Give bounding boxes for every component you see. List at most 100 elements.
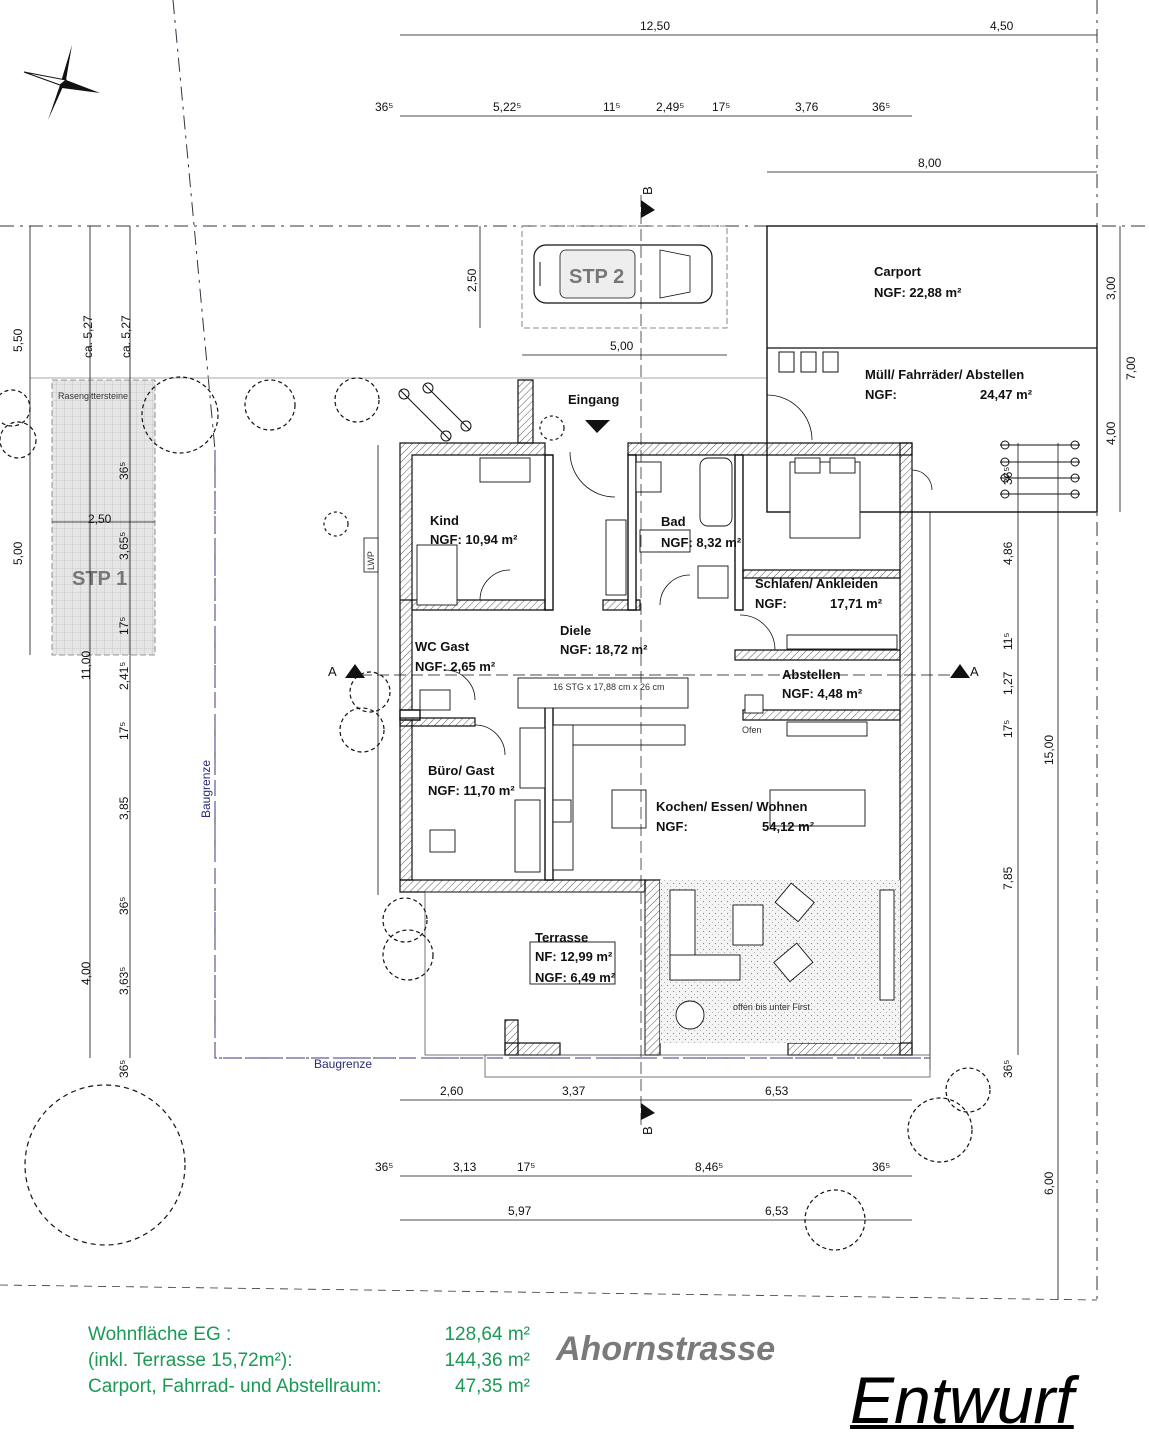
entrance-arrow-icon: [585, 420, 610, 433]
area-summary: Wohnfläche EG : 128,64 m² (inkl. Terrass…: [88, 1322, 538, 1400]
dim-right-chain-7: 36⁵: [1001, 1060, 1015, 1078]
baugrenze-vertical: Baugrenze: [199, 760, 213, 818]
dim-bottom2-c: 17⁵: [517, 1160, 535, 1174]
dim-bottom2-d: 8,46⁵: [695, 1160, 723, 1174]
room-buero-name: Büro/ Gast: [428, 763, 495, 778]
dim-right-chain-4: 1,27: [1001, 671, 1015, 695]
street-name: Ahornstrasse: [556, 1330, 776, 1368]
dim-right-outer-d: 15,00: [1042, 735, 1056, 765]
room-kind-name: Kind: [430, 513, 459, 528]
dim-bottom3-b: 6,53: [765, 1204, 789, 1218]
dim-right-chain-6: 7,85: [1001, 866, 1015, 890]
room-schlafen-label: NGF:: [755, 596, 787, 611]
summary-row: Wohnfläche EG : 128,64 m²: [88, 1322, 538, 1348]
dim-right-chain-2: 4,86: [1001, 541, 1015, 565]
room-schlafen-area: 17,71 m²: [830, 596, 883, 611]
dim-top2-f: 3,76: [795, 100, 819, 114]
dim-bottom1-b: 3,37: [562, 1084, 586, 1098]
room-schlafen-name: Schlafen/ Ankleiden: [755, 576, 878, 591]
summary-value: 47,35 m²: [455, 1376, 530, 1397]
summary-row: (inkl. Terrasse 15,72m²): 144,36 m²: [88, 1348, 538, 1374]
dim-left-chain-4: 2,41⁵: [117, 662, 131, 690]
bicycles-icon: [398, 382, 1080, 499]
dim-stp2-h: 2,50: [465, 268, 479, 292]
dim-left-chain-9: 36⁵: [117, 1060, 131, 1078]
room-terrasse-nf: NF: 12,99 m²: [535, 949, 613, 964]
summary-label: (inkl. Terrasse 15,72m²):: [88, 1350, 293, 1371]
dim-bottom2-e: 36⁵: [872, 1160, 890, 1174]
stp1-label: STP 1: [72, 568, 127, 590]
dim-bottom3-a: 5,97: [508, 1204, 532, 1218]
parking-stp1: [51, 379, 156, 656]
dim-left-chain-7: 36⁵: [117, 897, 131, 915]
room-terrasse-name: Terrasse: [535, 930, 588, 945]
lounge-furniture: [669, 882, 895, 1030]
ofen-label: Ofen: [742, 725, 762, 735]
section-b-bottom: B: [640, 1126, 655, 1135]
dimension-lines: [29, 34, 1121, 1300]
north-arrow-icon: [23, 45, 100, 120]
room-kochen-area: 54,12 m²: [762, 819, 815, 834]
dim-right-outer-a: 3,00: [1104, 276, 1118, 300]
doors: [444, 451, 776, 756]
dim-top3: 8,00: [918, 156, 942, 170]
dim-right-outer-b: 4,00: [1104, 421, 1118, 445]
room-diele-area: NGF: 18,72 m²: [560, 642, 648, 657]
baugrenze-horizontal: Baugrenze: [314, 1057, 372, 1071]
room-carport-area: NGF: 22,88 m²: [874, 285, 962, 300]
dim-left-chain-6: 3,85: [117, 796, 131, 820]
room-bad-area: NGF: 8,32 m²: [661, 535, 742, 550]
summary-value: 144,36 m²: [444, 1350, 530, 1371]
dim-bottom2-a: 36⁵: [375, 1160, 393, 1174]
stair-label: 16 STG x 17,88 cm x 26 cm: [553, 682, 665, 692]
stp2-label: STP 2: [569, 266, 624, 288]
room-carport-name: Carport: [874, 264, 922, 279]
room-kochen-name: Kochen/ Essen/ Wohnen: [656, 799, 808, 814]
dim-top2-a: 36⁵: [375, 100, 393, 114]
room-buero-area: NGF: 11,70 m²: [428, 783, 515, 798]
room-muell-name: Müll/ Fahrräder/ Abstellen: [865, 367, 1024, 382]
dim-right-outer-e: 6,00: [1042, 1171, 1056, 1195]
room-wc-area: NGF: 2,65 m²: [415, 659, 496, 674]
section-b-top: B: [640, 186, 655, 195]
dim-left-chain-3: 17⁵: [117, 617, 131, 635]
dim-bottom1-a: 2,60: [440, 1084, 464, 1098]
tree-icons: [0, 376, 991, 1251]
dim-left-chain-8: 3,63⁵: [117, 967, 131, 995]
room-diele-name: Diele: [560, 623, 591, 638]
room-muell-label: NGF:: [865, 387, 897, 402]
parking-stp2: [521, 225, 728, 329]
offen-label: offen bis unter First: [733, 1002, 810, 1012]
section-a-right: A: [970, 664, 979, 679]
entrance-label: Eingang: [568, 392, 619, 407]
section-markers: [345, 195, 970, 1130]
room-wc-name: WC Gast: [415, 639, 470, 654]
room-kochen-label: NGF:: [656, 819, 688, 834]
dim-left-outer-a: 5,50: [11, 328, 25, 352]
lwp-box: [363, 537, 379, 573]
car-icon: [533, 244, 713, 304]
dim-left-chain-2: 3,65⁵: [117, 532, 131, 560]
dim-top2-c: 11⁵: [603, 100, 620, 114]
dim-left-ca-a: ca. 5,27: [81, 315, 95, 358]
section-a-left: A: [328, 664, 337, 679]
dim-bottom1-c: 6,53: [765, 1084, 789, 1098]
house-walls: [399, 379, 913, 1056]
room-terrasse-ngf: NGF: 6,49 m²: [535, 970, 616, 985]
rasengitter-label: Rasengittersteine: [58, 391, 128, 401]
dim-right-chain-1: 36⁵: [1001, 467, 1015, 485]
dim-left-total-a: 11,00: [79, 651, 93, 680]
summary-label: Wohnfläche EG :: [88, 1324, 232, 1345]
dim-top1-b: 4,50: [990, 19, 1014, 33]
dim-right-chain-5: 17⁵: [1001, 720, 1015, 738]
summary-label: Carport, Fahrrad- und Abstellraum:: [88, 1376, 382, 1397]
summary-row: Carport, Fahrrad- und Abstellraum: 47,35…: [88, 1374, 538, 1400]
dim-right-outer-c: 7,00: [1124, 356, 1138, 380]
room-bad-name: Bad: [661, 514, 686, 529]
dim-stp2-w: 5,00: [610, 339, 634, 353]
room-abstellen-name: Abstellen: [782, 667, 841, 682]
dim-top2-b: 5,22⁵: [493, 100, 521, 114]
dim-bottom2-b: 3,13: [453, 1160, 477, 1174]
room-muell-area: 24,47 m²: [980, 387, 1033, 402]
